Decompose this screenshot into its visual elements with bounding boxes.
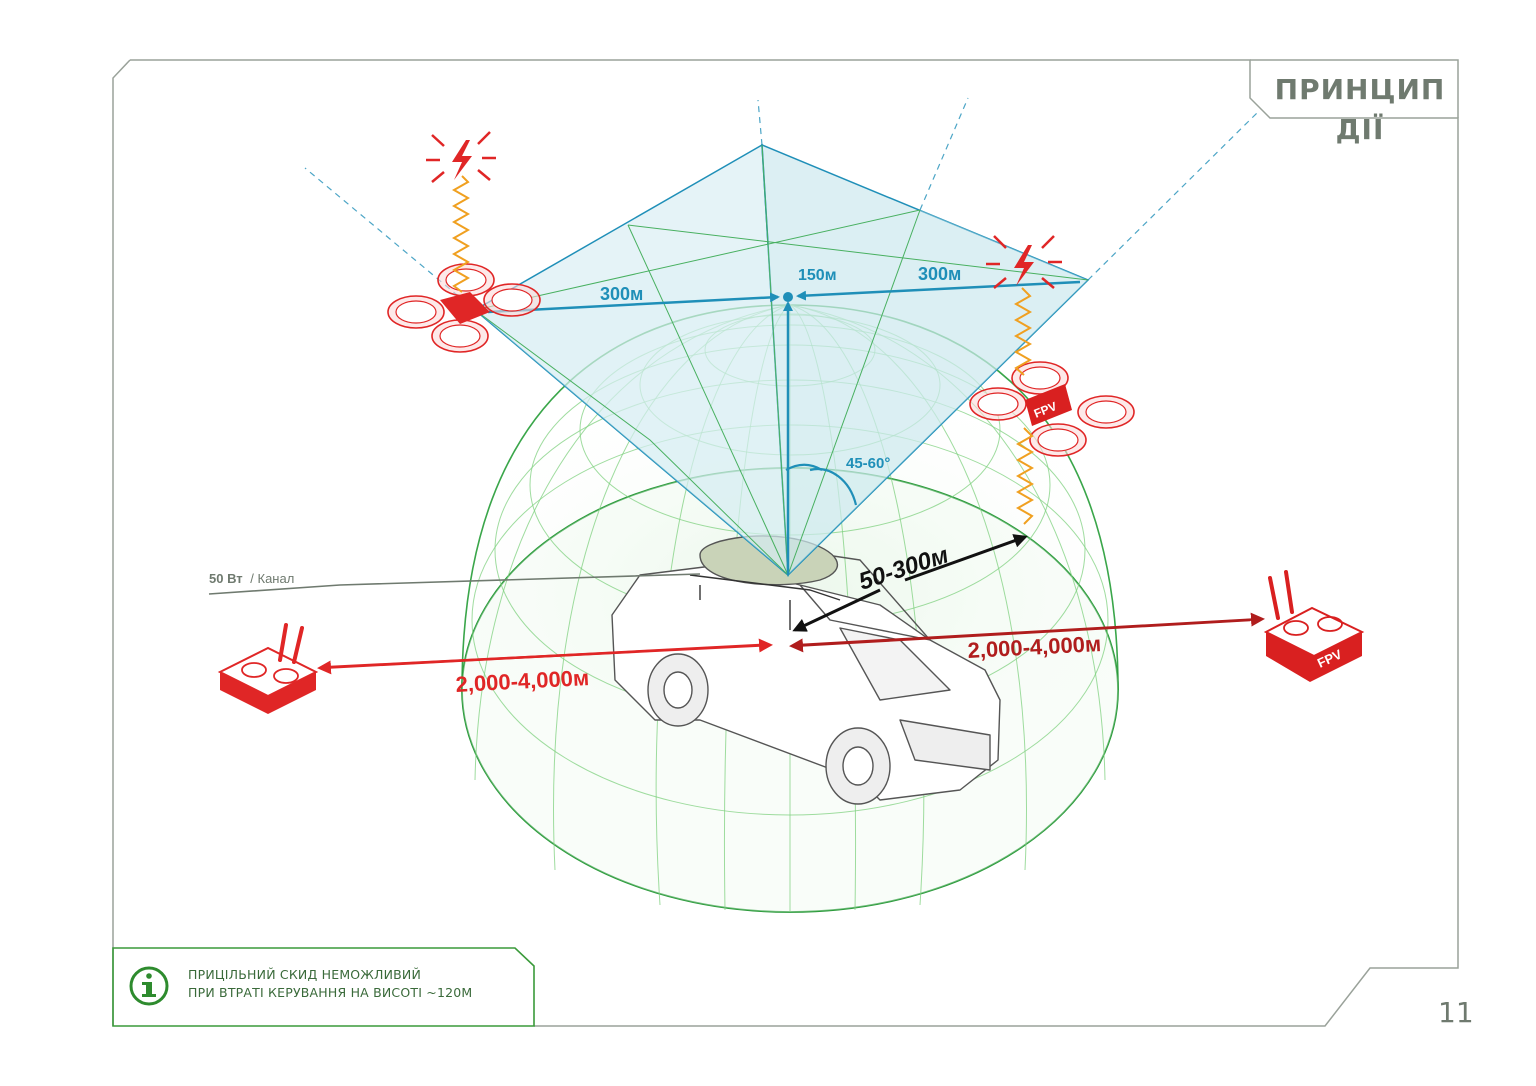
signal-zigzag-left [451,175,471,293]
power-value: 50 Вт [209,571,243,586]
page-title: ПРИНЦИП ДІЇ [1274,73,1446,146]
fpv-drone-icon: FPV [969,361,1135,457]
power-label: 50 Вт / Канал [209,571,294,586]
label-angle: 45-60° [846,455,890,472]
info-note: ПРИЦІЛЬНИЙ СКИД НЕМОЖЛИВИЙ ПРИ ВТРАТІ КЕ… [188,966,518,1002]
label-300m-right: 300м [918,264,961,284]
remote-control-icon [217,623,319,714]
info-note-line-1: ПРИЦІЛЬНИЙ СКИД НЕМОЖЛИВИЙ [188,967,422,982]
suppression-cone [304,97,1261,577]
info-note-line-2: ПРИ ВТРАТІ КЕРУВАННЯ НА ВИСОТІ ~120М [188,985,473,1000]
power-unit: / Канал [250,571,294,586]
lightning-icon-right [986,235,1062,289]
signal-zigzag-right-down [1015,427,1035,525]
fpv-remote-control-icon: FPV [1263,570,1365,682]
power-leader-line [208,573,701,595]
lightning-icon [426,131,496,183]
signal-zigzag-right-up [1013,287,1033,376]
pickup-truck-icon [611,535,1001,805]
page-frame [112,59,1459,1027]
info-icon [129,966,169,1006]
label-300m-left: 300м [600,284,643,304]
distance-arrow [792,534,1028,632]
label-150m: 150м [798,267,837,284]
page-number: 11 [1438,996,1474,1029]
info-box-frame [112,947,535,1027]
control-range-arrows [317,612,1265,675]
